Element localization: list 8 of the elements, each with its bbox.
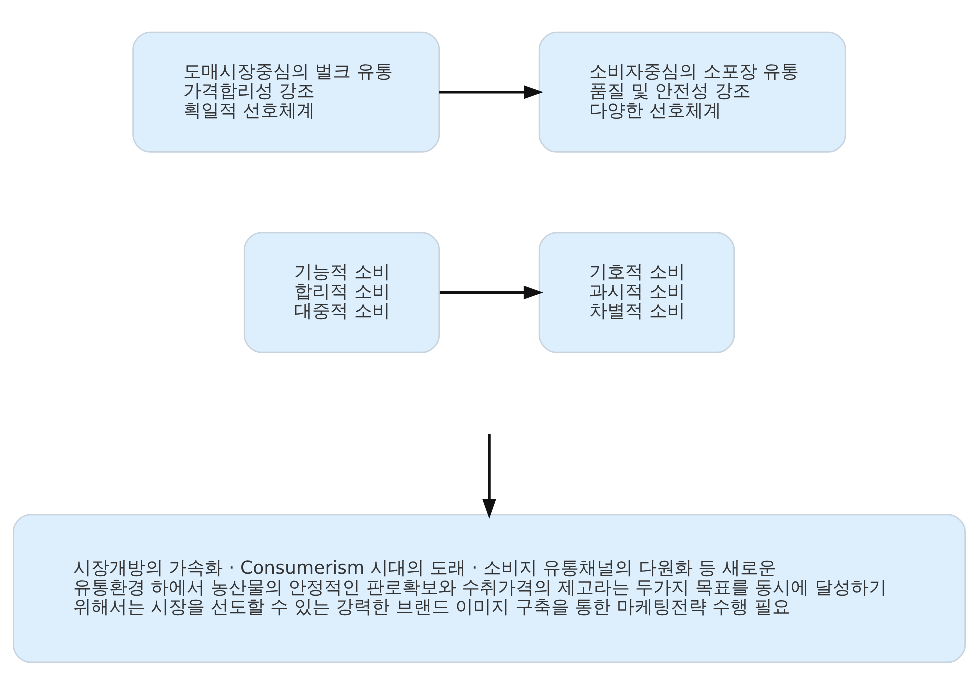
node-box: 시장개방의 가속화 · Consumerism 시대의 도래 · 소비지 유통채널의 다원화 등 새로운 유통환경 하에서 농산물의 안정적인 판로확보와 수취가격의 제고라는 두가지 목표를 동시에 달성하기 위해서는 시장을 선도할 수 있는 강력한 브랜드 이미지 구축을 통한 마케팅전략 수행 필요 [12,514,966,664]
arrow [482,434,496,519]
node-box: 소비자중심의 소포장 유통 품질 및 안전성 강조 다양한 선호체계 [538,32,846,153]
arrow [440,286,544,300]
node-box: 도매시장중심의 벌크 유통 가격합리성 강조 획일적 선호체계 [132,32,440,153]
node-box: 기호적 소비 과시적 소비 차별적 소비 [538,232,736,354]
arrow [440,86,544,100]
node-box: 기능적 소비 합리적 소비 대중적 소비 [244,232,440,354]
